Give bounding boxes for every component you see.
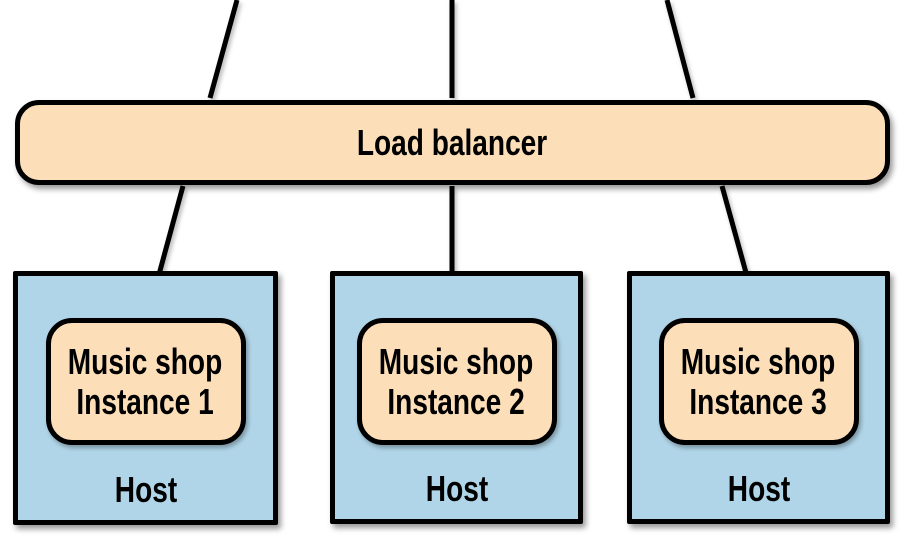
host-3-label: Host [727,468,790,509]
incoming-line-1 [207,0,240,99]
instance-1-label-line2: Instance 1 [76,380,215,422]
load-balancer-box: Load balancer [15,100,890,185]
host-box-2: Music shop Instance 2 Host [330,271,583,524]
instance-3-label-line2: Instance 3 [689,380,828,422]
host-2-label: Host [425,468,488,509]
instance-box-1: Music shop Instance 1 [45,318,246,445]
instance-box-3: Music shop Instance 3 [658,318,859,445]
host-box-1: Music shop Instance 1 Host [13,271,278,525]
host-1-label: Host [114,469,177,510]
instance-2-label-line1: Music shop [379,340,534,382]
instance-3-label-line1: Music shop [681,340,836,382]
instance-1-label-line1: Music shop [68,340,223,382]
load-balancer-label: Load balancer [357,121,548,163]
instance-box-2: Music shop Instance 2 [356,318,557,445]
incoming-line-3 [664,0,696,99]
instance-2-label-line2: Instance 2 [387,380,526,422]
host-box-3: Music shop Instance 3 Host [627,271,890,524]
